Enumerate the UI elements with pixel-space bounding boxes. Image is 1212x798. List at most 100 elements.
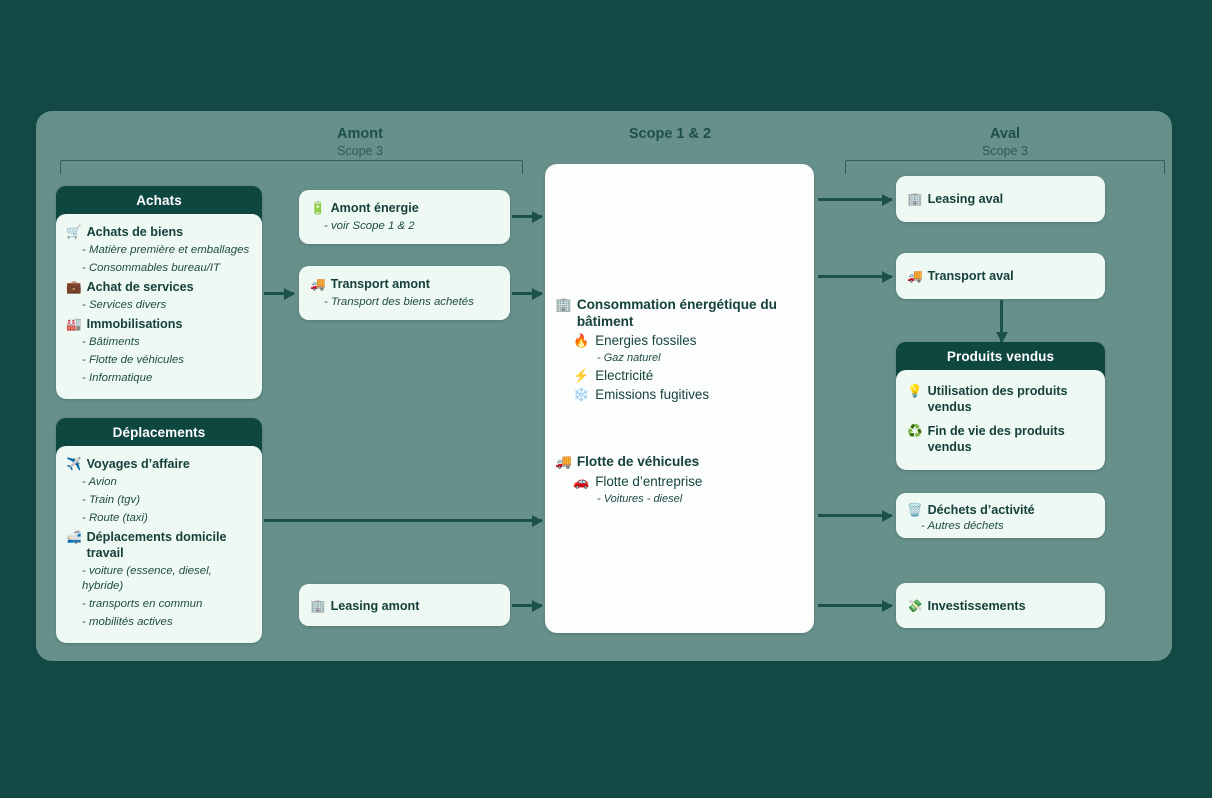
- list-item-label: Energies fossiles: [595, 333, 697, 348]
- list-item[interactable]: 💡 Utilisation des produits vendus: [907, 383, 1094, 415]
- list-item[interactable]: ♻️ Fin de vie des produits vendus: [907, 423, 1094, 455]
- card-leasing-aval[interactable]: 🏢 Leasing aval: [896, 176, 1105, 222]
- arrow-scope-to-investissements: [818, 604, 892, 607]
- list-item[interactable]: 🛒 Achats de biens: [66, 224, 252, 240]
- section-title: Consommation énergétique du bâtiment: [576, 297, 777, 329]
- list-subitem: - Informatique: [82, 372, 153, 384]
- high-voltage-icon: ⚡: [573, 368, 590, 383]
- card-title: Transport amont: [330, 277, 430, 291]
- list-item[interactable]: 🏭 Immobilisations: [66, 316, 252, 332]
- money-icon: 💸: [907, 599, 923, 613]
- card-deplacements-header: Déplacements: [56, 418, 262, 446]
- card-title-row: 🚚 Transport aval: [907, 268, 1094, 284]
- wastebasket-icon: 🗑️: [907, 503, 923, 517]
- list-subitem: - Voitures - diesel: [597, 493, 683, 505]
- office-building-icon: 🏢: [907, 192, 923, 206]
- bracket-amont: [60, 160, 523, 174]
- office-building-icon: 🏢: [310, 599, 326, 613]
- card-leasing-amont[interactable]: 🏢 Leasing amont: [299, 584, 510, 626]
- section-title-row: 🚚 Flotte de véhicules: [555, 453, 804, 471]
- card-achats-body: 🛒 Achats de biens - Matière première et …: [56, 214, 262, 399]
- list-item[interactable]: 🔥 Energies fossiles: [573, 331, 804, 350]
- list-item-label: Emissions fugitives: [595, 387, 710, 402]
- card-dechets-activite[interactable]: 🗑️ Déchets d’activité - Autres déchets: [896, 493, 1105, 538]
- list-subitem: - voiture (essence, diesel, hybride): [82, 565, 212, 592]
- card-investissements[interactable]: 💸 Investissements: [896, 583, 1105, 628]
- delivery-truck-icon: 🚚: [555, 454, 572, 469]
- card-title-row: 🔋 Amont énergie: [310, 200, 499, 216]
- list-item-label: Utilisation des produits vendus: [927, 384, 1068, 414]
- card-title-row: 🗑️ Déchets d’activité: [907, 502, 1094, 518]
- fire-icon: 🔥: [573, 333, 590, 348]
- list-subitem: - Flotte de véhicules: [82, 354, 184, 366]
- list-subitem: - Consommables bureau/IT: [82, 262, 221, 274]
- section-title-row: 🏢 Consommation énergétique du bâtiment: [555, 296, 804, 330]
- arrow-scope-to-leasing-aval: [818, 198, 892, 201]
- card-title: Leasing amont: [330, 599, 420, 613]
- bracket-aval: [845, 160, 1165, 174]
- list-item[interactable]: 🚅 Déplacements domicile travail: [66, 529, 252, 561]
- airplane-icon: ✈️: [66, 457, 82, 471]
- card-produits-vendus[interactable]: Produits vendus 💡 Utilisation des produi…: [896, 342, 1105, 470]
- list-subitem: - Route (taxi): [82, 512, 148, 524]
- commuter-train-icon: 🚅: [66, 530, 82, 544]
- list-item-label: Electricité: [595, 368, 654, 383]
- card-title-row: 🏢 Leasing amont: [310, 598, 499, 614]
- card-title: Déchets d’activité: [927, 503, 1035, 517]
- list-item-label: Déplacements domicile travail: [86, 530, 227, 560]
- list-subitem: - Bâtiments: [82, 336, 140, 348]
- arrow-achats-to-transport-amont: [264, 292, 294, 295]
- card-subtitle: - voir Scope 1 & 2: [324, 220, 415, 232]
- column-header-scope12: Scope 1 & 2: [590, 125, 750, 143]
- card-achats[interactable]: Achats 🛒 Achats de biens - Matière premi…: [56, 186, 262, 399]
- column-title: Scope 1 & 2: [628, 126, 712, 142]
- card-title-row: 🏢 Leasing aval: [907, 191, 1094, 207]
- list-item-label: Achat de services: [86, 280, 194, 294]
- list-item[interactable]: 🚗 Flotte d’entreprise: [573, 472, 804, 491]
- arrow-scope-to-dechets: [818, 514, 892, 517]
- list-item-label: Immobilisations: [86, 317, 183, 331]
- arrow-deplacements-to-scope: [264, 519, 542, 522]
- list-item[interactable]: ⚡ Electricité: [573, 366, 804, 385]
- card-transport-amont[interactable]: 🚚 Transport amont - Transport des biens …: [299, 266, 510, 320]
- card-amont-energie[interactable]: 🔋 Amont énergie - voir Scope 1 & 2: [299, 190, 510, 244]
- briefcase-icon: 💼: [66, 280, 82, 294]
- recycling-icon: ♻️: [907, 424, 923, 438]
- column-title: Aval: [989, 126, 1021, 142]
- card-deplacements-body: ✈️ Voyages d’affaire - Avion - Train (tg…: [56, 446, 262, 643]
- list-item-label: Voyages d’affaire: [86, 457, 190, 471]
- card-subtitle: - Autres déchets: [921, 520, 1004, 532]
- card-produits-vendus-header: Produits vendus: [896, 342, 1105, 370]
- factory-icon: 🏭: [66, 317, 82, 331]
- list-item[interactable]: 💼 Achat de services: [66, 279, 252, 295]
- list-subitem: - Matière première et emballages: [82, 244, 250, 256]
- card-title: Leasing aval: [927, 192, 1004, 206]
- arrow-transport-amont-to-scope: [512, 292, 542, 295]
- column-header-aval: Aval Scope 3: [925, 125, 1085, 160]
- list-item[interactable]: ✈️ Voyages d’affaire: [66, 456, 252, 472]
- arrow-scope-to-transport-aval: [818, 275, 892, 278]
- card-title-row: 💸 Investissements: [907, 598, 1094, 614]
- office-building-icon: 🏢: [555, 297, 572, 312]
- column-subtitle: Scope 3: [337, 144, 383, 158]
- list-subitem: - mobilités actives: [82, 616, 173, 628]
- shopping-cart-icon: 🛒: [66, 225, 82, 239]
- list-subitem: - Gaz naturel: [597, 352, 661, 364]
- card-achats-header: Achats: [56, 186, 262, 214]
- card-subtitle: - Transport des biens achetés: [324, 296, 474, 308]
- snowflake-icon: ❄️: [573, 387, 590, 402]
- card-scope-1-2[interactable]: 🏢 Consommation énergétique du bâtiment 🔥…: [545, 164, 814, 633]
- column-header-amont: Amont Scope 3: [280, 125, 440, 160]
- arrow-leasing-amont-to-scope: [512, 604, 542, 607]
- scope-fleet-section: 🚚 Flotte de véhicules 🚗 Flotte d’entrepr…: [555, 451, 804, 507]
- card-title: Amont énergie: [330, 201, 419, 215]
- card-transport-aval[interactable]: 🚚 Transport aval: [896, 253, 1105, 299]
- delivery-truck-icon: 🚚: [310, 277, 326, 291]
- battery-icon: 🔋: [310, 201, 326, 215]
- card-deplacements[interactable]: Déplacements ✈️ Voyages d’affaire - Avio…: [56, 418, 262, 643]
- column-subtitle: Scope 3: [982, 144, 1028, 158]
- light-bulb-icon: 💡: [907, 384, 923, 398]
- list-item[interactable]: ❄️ Emissions fugitives: [573, 385, 804, 404]
- arrow-amont-energie-to-scope: [512, 215, 542, 218]
- list-item-label: Achats de biens: [86, 225, 184, 239]
